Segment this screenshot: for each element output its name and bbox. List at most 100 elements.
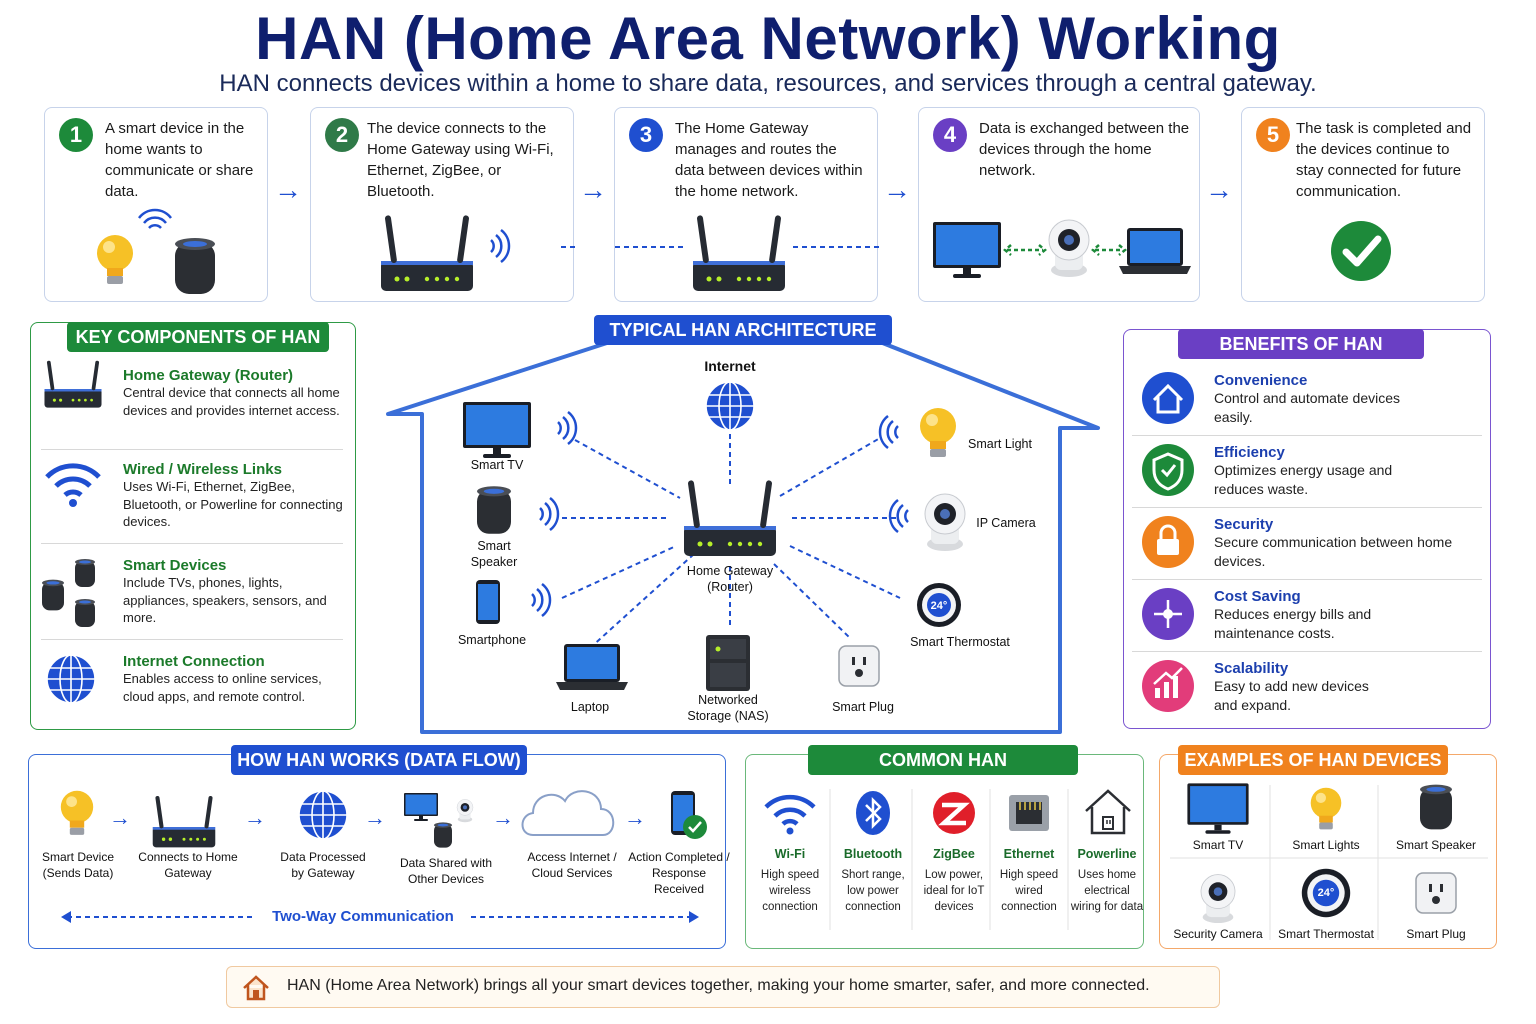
- step-text-5: The task is completed and the devices co…: [1296, 120, 1472, 200]
- wifi-signal-icon: [888, 498, 910, 534]
- bluetooth-icon: [856, 791, 890, 835]
- step-number-5: 5: [1256, 118, 1290, 152]
- step-text-3: The Home Gateway manages and routes the …: [675, 120, 863, 200]
- svg-text:→: →: [492, 805, 514, 830]
- wifi-signal-icon: [530, 582, 552, 618]
- example-smart-tv: Smart TV: [1192, 838, 1244, 852]
- example-smart-thermostat: Smart Thermostat: [1278, 927, 1374, 941]
- smart-tv-icon: [1187, 783, 1249, 834]
- benefit-title: Security: [1214, 516, 1274, 533]
- smart-plug-icon: [1415, 872, 1457, 914]
- smart-tv-icon: [463, 402, 531, 458]
- wifi-signal-icon: [556, 410, 578, 446]
- step-number-2: 2: [325, 118, 359, 152]
- benefit-icons: [1142, 372, 1194, 712]
- benefit-desc: Control and automate devices easily.: [1214, 390, 1400, 425]
- tech-desc: High speed wired connection: [999, 869, 1059, 913]
- wifi-icon: [45, 463, 101, 507]
- wifi-icon: [764, 794, 816, 835]
- flow-step-5: Access Internet / Cloud Services: [527, 850, 617, 880]
- example-smart-speaker: Smart Speaker: [1395, 838, 1477, 852]
- step-arrow-icon: →: [579, 174, 607, 205]
- example-smart-plug: Smart Plug: [1406, 927, 1466, 941]
- benefit-desc: Secure communication between home device…: [1214, 534, 1453, 569]
- page-title: HAN (Home Area Network) Working: [255, 5, 1281, 72]
- flow-step-3: Data Processed by Gateway: [280, 850, 366, 880]
- technology-icons: [764, 789, 1131, 930]
- svg-text:→: →: [109, 805, 131, 830]
- step-4-illustration: [933, 219, 1191, 278]
- data-flow-panel: HOW HAN WORKS (DATA FLOW) →→→→→ Smart De…: [28, 745, 730, 949]
- step-number-3: 3: [629, 118, 663, 152]
- smart-light-icon: [1310, 787, 1342, 830]
- smart-light-label: Smart Light: [968, 437, 1032, 451]
- ip-camera-icon: [924, 493, 966, 552]
- benefit-title: Convenience: [1214, 372, 1308, 389]
- tech-desc: Short range, low power connection: [841, 869, 905, 913]
- key-item-title: Home Gateway (Router): [123, 367, 294, 384]
- connection-lines: [561, 434, 901, 649]
- smart-speaker-label: Smart Speaker: [470, 539, 518, 569]
- smart-plug-icon: [838, 645, 880, 687]
- step-text-1: A smart device in the home wants to comm…: [105, 120, 254, 200]
- benefit-desc: Easy to add new devices and expand.: [1214, 678, 1369, 713]
- step-card-1: 1 A smart device in the home wants to co…: [44, 107, 268, 302]
- page-subtitle: HAN connects devices within a home to sh…: [219, 70, 1317, 97]
- smart-speaker-icon: [1420, 784, 1452, 830]
- tech-name: Wi-Fi: [774, 847, 806, 861]
- router-icon: [693, 215, 785, 291]
- ip-camera-label: IP Camera: [976, 516, 1036, 530]
- wifi-signal-icon: [538, 496, 560, 532]
- key-item-desc: Include TVs, phones, lights, appliances,…: [123, 575, 327, 625]
- architecture-header: TYPICAL HAN ARCHITECTURE: [594, 315, 892, 345]
- benefit-title: Cost Saving: [1214, 588, 1301, 605]
- step-card-4: 4 Data is exchanged between the devices …: [918, 107, 1200, 302]
- router-icon: [152, 795, 216, 848]
- key-item-desc: Enables access to online services, cloud…: [123, 671, 322, 704]
- wifi-signal-icon: [137, 208, 173, 230]
- nas-label: Networked Storage (NAS): [687, 693, 769, 723]
- flow-step-1: Smart Device (Sends Data): [41, 850, 115, 880]
- key-item-desc: Uses Wi-Fi, Ethernet, ZigBee, Bluetooth,…: [123, 479, 343, 529]
- step-card-5: 5 The task is completed and the devices …: [1241, 107, 1485, 302]
- key-components-icons: [42, 360, 102, 704]
- smart-tv-label: Smart TV: [470, 458, 524, 472]
- cloud-icon: [521, 790, 615, 836]
- laptop-icon: [1119, 228, 1191, 274]
- gateway-label: Home Gateway (Router): [686, 564, 774, 594]
- examples-panel: EXAMPLES OF HAN DEVICES Smart TV Smart L…: [1159, 745, 1497, 949]
- tech-desc: High speed wireless connection: [760, 869, 820, 913]
- benefit-desc: Optimizes energy usage and reduces waste…: [1214, 462, 1393, 497]
- data-flow-header: HOW HAN WORKS (DATA FLOW): [231, 745, 527, 775]
- tech-name: Ethernet: [1003, 847, 1055, 861]
- step-1-illustration: [97, 208, 215, 294]
- zigbee-icon: [933, 792, 975, 834]
- step-3-illustration: [615, 215, 879, 291]
- globe-icon: [46, 654, 96, 704]
- flow-step-4: Data Shared with Other Devices: [399, 856, 493, 886]
- monitor-icon: [933, 222, 1001, 278]
- wifi-signal-icon: [878, 414, 900, 450]
- two-way-label: Two-Way Communication: [272, 908, 454, 925]
- key-components-panel: KEY COMPONENTS OF HAN Home Gateway (Rout…: [30, 322, 356, 730]
- internet-label: Internet: [704, 358, 756, 374]
- key-item-desc: Central device that connects all home de…: [123, 385, 340, 418]
- router-icon: [44, 360, 102, 408]
- example-device-icons: [1170, 783, 1488, 940]
- light-bulb-icon: [60, 790, 94, 835]
- wifi-signal-icon: [489, 228, 511, 264]
- tech-desc: Low power, ideal for IoT devices: [923, 869, 985, 913]
- key-item-title: Wired / Wireless Links: [123, 461, 282, 478]
